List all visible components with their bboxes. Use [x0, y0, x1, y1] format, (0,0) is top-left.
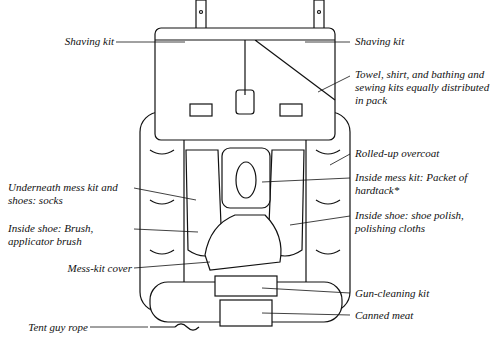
- gun-cleaning-kit: [215, 276, 277, 296]
- callout-label: Rolled-up overcoat: [355, 147, 495, 160]
- callout-label: Shaving kit: [355, 35, 495, 48]
- leader-line: [262, 313, 350, 315]
- callout-label: Inside shoe: shoe polish, polishing clot…: [355, 209, 495, 235]
- callout-label: Inside mess kit: Packet of hardtack*: [355, 171, 495, 197]
- pack-body: [155, 28, 335, 140]
- leader-line: [134, 188, 196, 200]
- callout-label: Gun-cleaning kit: [355, 287, 495, 300]
- clasp: [236, 90, 254, 114]
- leader-line: [305, 42, 350, 43]
- leader-line: [116, 42, 185, 43]
- leader-lines: [90, 42, 350, 327]
- callout-label: Towel, shirt, and bathing and sewing kit…: [355, 68, 495, 107]
- leader-line: [262, 178, 350, 182]
- pack-drawing: [140, 0, 350, 330]
- buckle: [190, 104, 212, 116]
- mess-kit: [222, 148, 270, 208]
- pack-flap: [155, 40, 335, 100]
- mess-kit-cover: [205, 215, 281, 270]
- callout-label: Shaving kit: [48, 35, 114, 48]
- leader-line: [134, 229, 198, 232]
- tent-guy-rope: [150, 324, 199, 330]
- strap-hole: [200, 11, 203, 14]
- buckle: [280, 104, 302, 116]
- leader-line: [290, 216, 350, 225]
- mess-kit-lid: [236, 162, 256, 198]
- callout-label: Inside shoe: Brush, applicator brush: [8, 222, 132, 248]
- leader-line: [134, 262, 210, 268]
- callout-label: Mess-kit cover: [30, 262, 132, 275]
- leader-line: [90, 327, 148, 328]
- strap-hole: [318, 11, 321, 14]
- leader-line: [330, 154, 350, 165]
- leader-line: [318, 76, 350, 92]
- leader-line: [262, 288, 350, 293]
- callout-label: Tent guy rope: [8, 321, 88, 334]
- callout-label: Canned meat: [355, 309, 495, 322]
- callout-label: Underneath mess kit and shoes: socks: [8, 181, 132, 207]
